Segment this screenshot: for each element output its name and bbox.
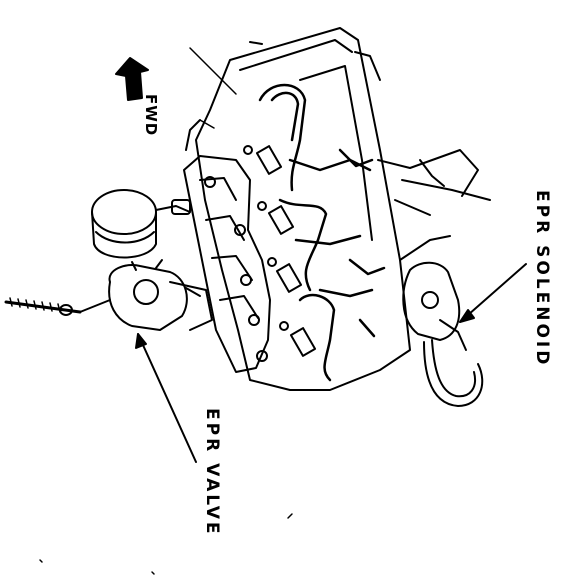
fwd-label: FWD xyxy=(142,94,160,137)
vacuum-pump xyxy=(91,189,191,259)
epr-linkage-rod xyxy=(4,297,111,316)
intake-manifold xyxy=(183,155,271,373)
engine-block xyxy=(185,27,491,391)
epr-solenoid-leader xyxy=(459,263,527,323)
injector-nozzles xyxy=(243,145,317,357)
epr-solenoid-body xyxy=(402,261,484,407)
epr-solenoid-label: EPR SOLENOID xyxy=(532,190,552,368)
scan-specks xyxy=(39,119,293,575)
fwd-arrow-icon xyxy=(115,57,149,101)
epr-valve-body xyxy=(108,259,213,331)
epr-valve-leader xyxy=(135,333,197,463)
epr-valve-label: EPR VALVE xyxy=(202,408,222,537)
injector-lines xyxy=(258,83,386,382)
